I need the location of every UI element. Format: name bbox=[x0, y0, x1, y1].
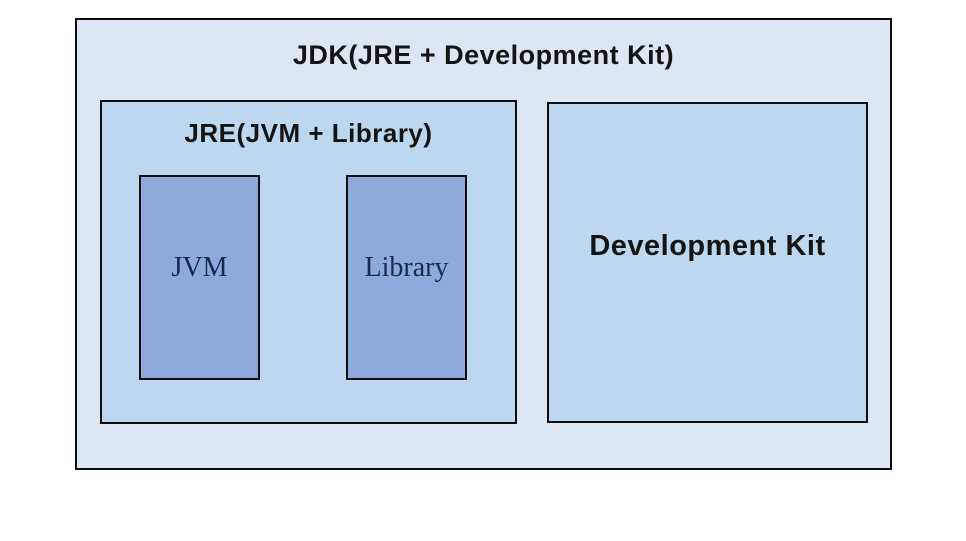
jre-title: JRE(JVM + Library) bbox=[184, 118, 433, 148]
jre-box: JRE(JVM + Library) JVM Library bbox=[100, 100, 517, 424]
jvm-box: JVM bbox=[139, 175, 260, 380]
devkit-box: Development Kit bbox=[547, 102, 868, 423]
devkit-label: Development Kit bbox=[589, 230, 826, 262]
library-label: Library bbox=[364, 251, 449, 283]
jdk-title: JDK(JRE + Development Kit) bbox=[292, 40, 675, 70]
library-box: Library bbox=[346, 175, 467, 380]
jdk-box: JDK(JRE + Development Kit) JRE(JVM + Lib… bbox=[75, 18, 892, 470]
jvm-label: JVM bbox=[171, 251, 228, 283]
